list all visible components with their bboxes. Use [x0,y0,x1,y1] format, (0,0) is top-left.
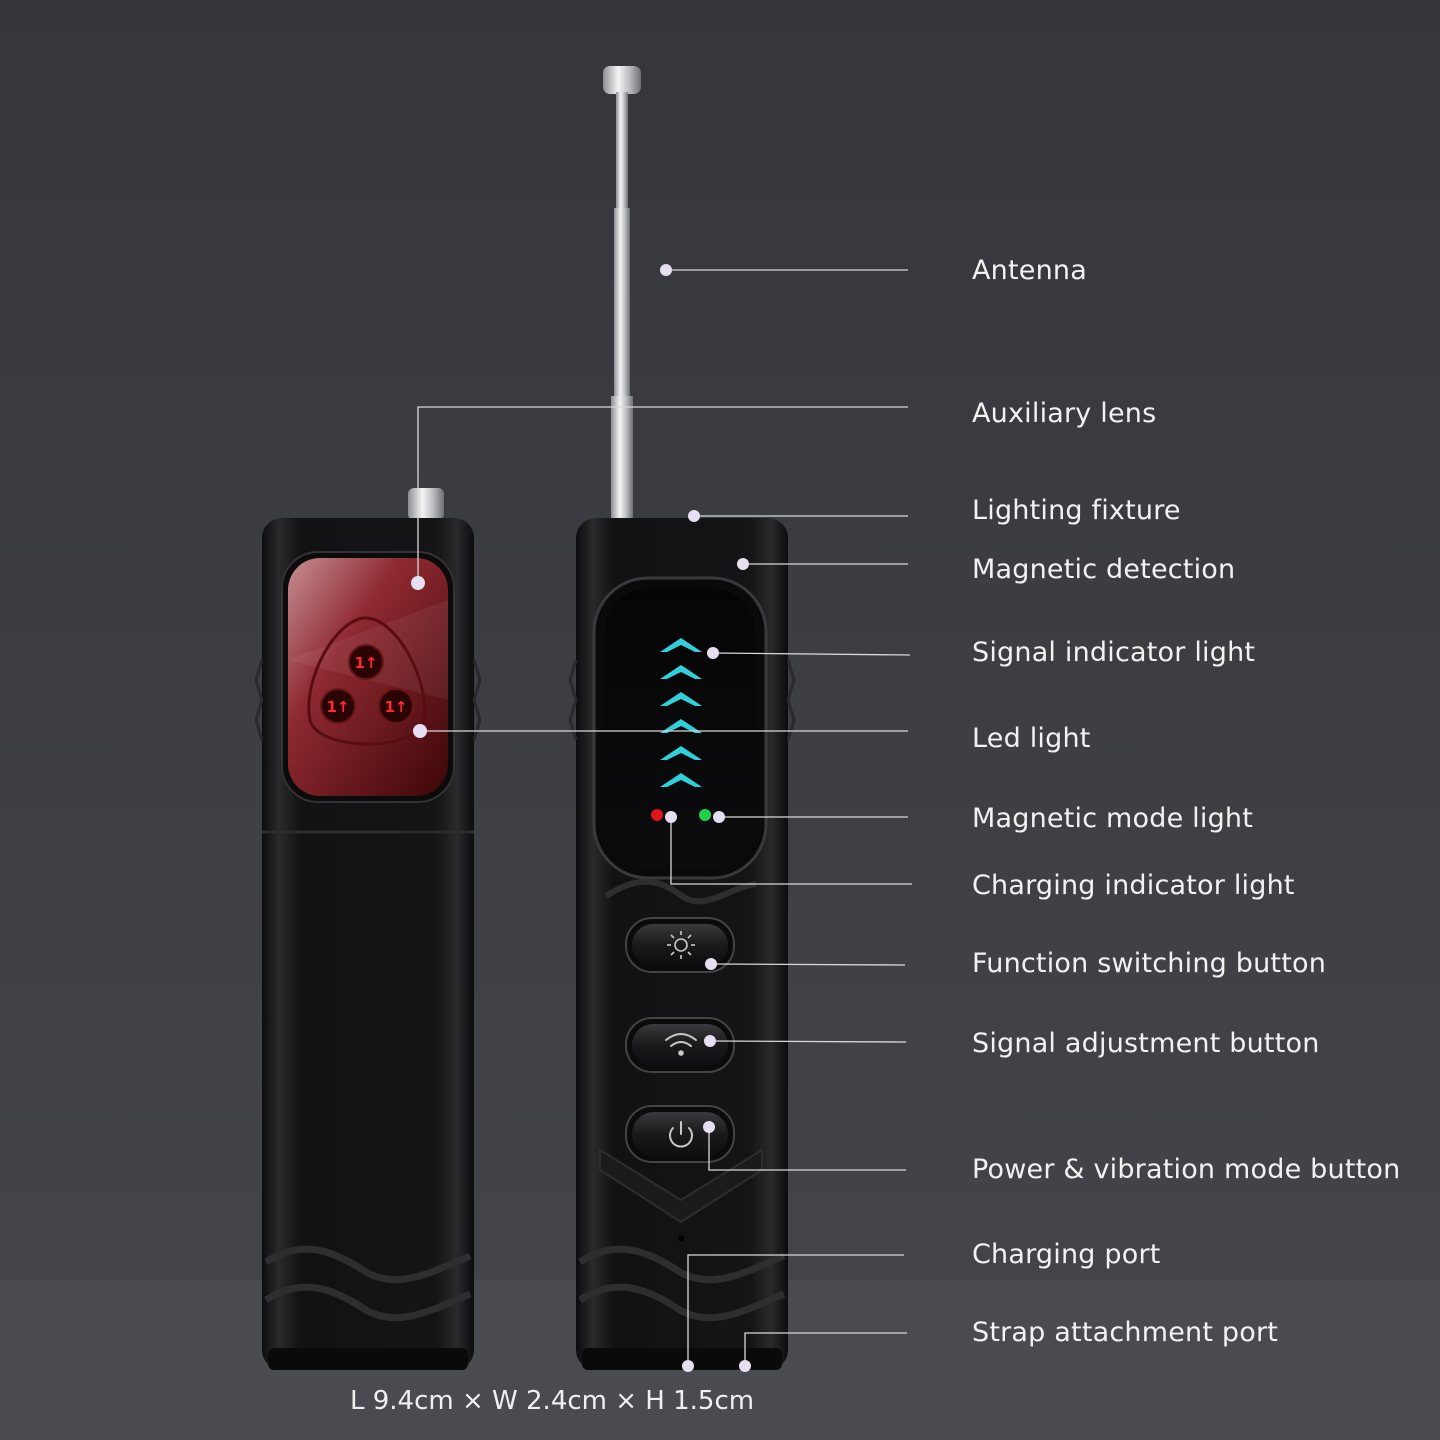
signal-chevron [660,638,702,652]
signal-chevron [660,692,702,706]
signal-indicator-light [660,638,702,787]
charging-indicator-led [651,809,663,821]
led-light-right [378,688,414,724]
grip-wave [264,1245,472,1284]
label-magnetic-detection: Magnetic detection [972,554,1236,585]
label-function-switching-button: Function switching button [972,948,1327,979]
magnetic-mode-led [699,809,711,821]
label-auxiliary-lens: Auxiliary lens [972,398,1157,429]
signal-chevron [660,719,702,733]
wifi-icon [665,1033,697,1056]
dimensions-text: L 9.4cm × W 2.4cm × H 1.5cm [350,1386,755,1416]
display-screen [604,588,756,868]
device-front: 1↑ 1↑ 1↑ [254,488,482,1370]
label-signal-indicator-light: Signal indicator light [972,637,1256,668]
callout-lines [417,269,912,1366]
label-strap-attachment-port: Strap attachment port [972,1317,1279,1348]
svg-text:1↑: 1↑ [354,654,377,672]
label-charging-port: Charging port [972,1239,1161,1270]
label-led-light: Led light [972,723,1091,754]
label-power-vibration-button: Power & vibration mode button [972,1154,1401,1185]
callout-dots [411,264,751,1372]
signal-chevron [660,773,702,787]
svg-text:1↑: 1↑ [384,698,407,716]
svg-text:1↑: 1↑ [326,698,349,716]
charging-port [678,1235,684,1241]
label-lighting-fixture: Lighting fixture [972,495,1181,526]
led-light-top [348,644,384,680]
led-cluster [307,616,427,746]
function-switching-button[interactable] [632,924,728,966]
auxiliary-lens-cap [408,488,444,520]
signal-chevron [660,665,702,679]
label-magnetic-mode-light: Magnetic mode light [972,803,1254,834]
power-icon [669,1121,693,1148]
sun-icon [667,931,695,959]
signal-adjustment-button[interactable] [632,1024,728,1066]
label-charging-indicator-light: Charging indicator light [972,870,1295,901]
antenna [603,66,641,522]
label-antenna: Antenna [972,255,1087,286]
signal-chevron [660,746,702,760]
led-light-left [320,688,356,724]
label-signal-adjustment-button: Signal adjustment button [972,1028,1320,1059]
